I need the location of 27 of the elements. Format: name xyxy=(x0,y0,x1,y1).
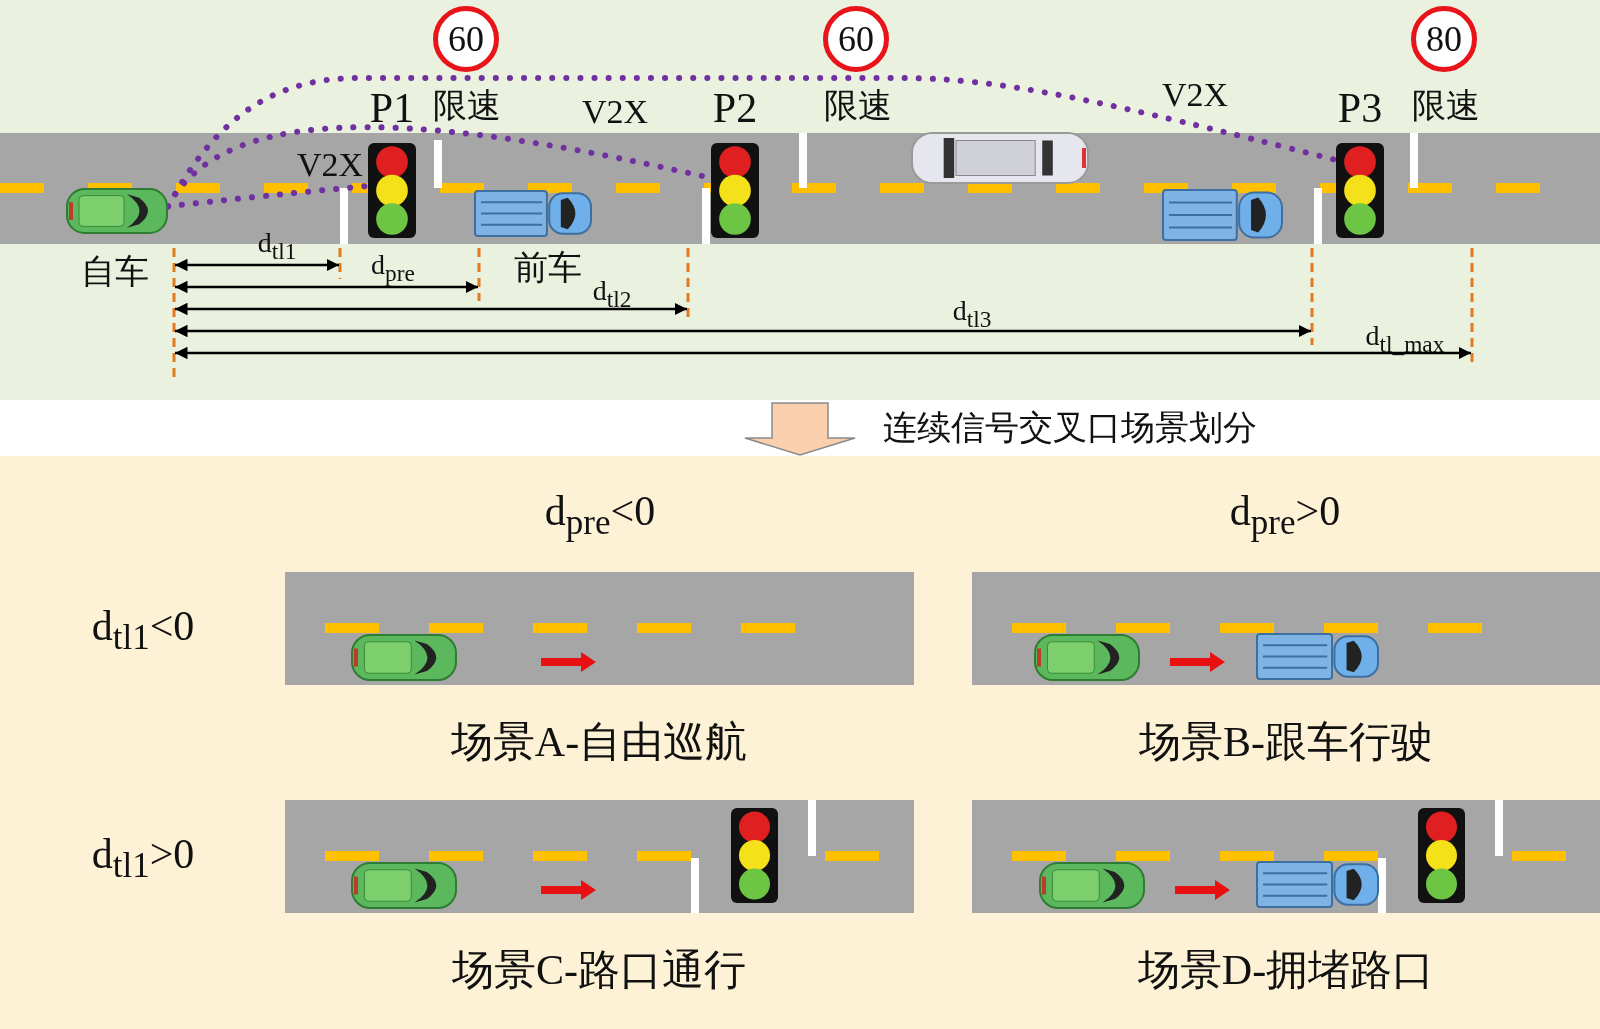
sign-caption: 限速 xyxy=(824,89,892,123)
condition-label: d$_{tl1}$<0 xyxy=(91,604,195,656)
signal-label: P3 xyxy=(1337,86,1383,130)
distance-label: d$_{pre}$ xyxy=(371,251,415,285)
edge-label: V2X xyxy=(581,95,649,129)
scene-caption: 场景C-路口通行 xyxy=(452,949,746,991)
edge-label: V2X xyxy=(1161,78,1229,112)
condition-label: d$_{pre}$>0 xyxy=(1229,489,1341,541)
distance-label: d$_{tl3}$ xyxy=(952,297,992,331)
sign-caption: 自车 xyxy=(81,255,149,289)
sign-caption: 限速 xyxy=(433,89,501,123)
distance-label: d$_{tl1}$ xyxy=(257,229,297,263)
step-caption: 连续信号交叉口场景划分 xyxy=(883,411,1257,445)
scene-caption: 场景D-拥堵路口 xyxy=(1137,949,1435,991)
distance-label: d$_{tl_max}$ xyxy=(1365,322,1445,356)
sign-caption: 限速 xyxy=(1412,89,1480,123)
distance-label: d$_{tl2}$ xyxy=(592,277,632,311)
signal-label: P2 xyxy=(712,86,758,130)
condition-label: d$_{pre}$<0 xyxy=(544,489,656,541)
condition-label: d$_{tl1}$>0 xyxy=(91,832,195,884)
scene-caption: 场景A-自由巡航 xyxy=(450,721,748,763)
truck-icon xyxy=(474,190,592,237)
car-icon xyxy=(66,188,168,234)
sign-caption: 前车 xyxy=(514,251,582,285)
scene-caption: 场景B-跟车行驶 xyxy=(1139,721,1433,763)
signal-label: P1 xyxy=(369,86,415,130)
edge-label: V2X xyxy=(296,148,364,182)
